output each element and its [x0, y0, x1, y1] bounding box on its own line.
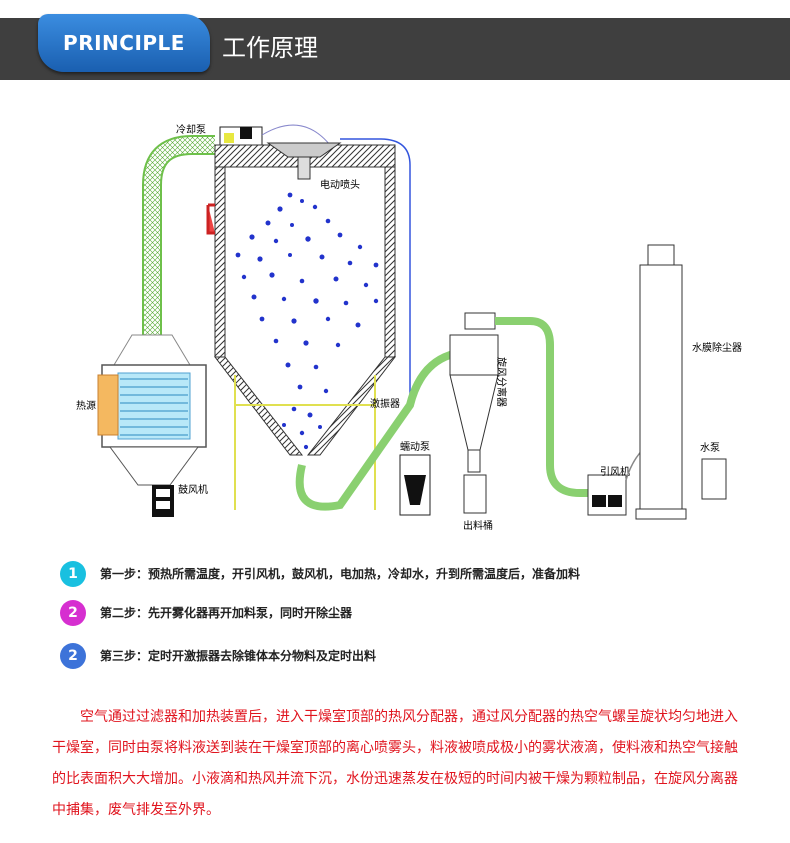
- heat-source: 热源: [76, 334, 207, 486]
- blower-label: 鼓风机: [178, 483, 208, 496]
- drying-chamber: 电动喷头 激振器: [206, 142, 400, 510]
- discharge-bucket-label: 出料桶: [463, 519, 493, 532]
- induced-fan: 引风机: [587, 434, 681, 516]
- step-3-text: 第三步：定时开激振器去除锥体本分物料及定时出料: [100, 649, 377, 663]
- cyclone-label: 旋风分离器: [495, 357, 508, 407]
- step-1-text: 第一步：预热所需温度，开引风机，鼓风机，电加热，冷却水，升到所需温度后，准备加料: [100, 567, 581, 581]
- description: 空气通过过滤器和加热装置后，进入干燥室顶部的热风分配器，通过风分配器的热空气螺呈…: [52, 702, 742, 826]
- step-1-number: 1: [60, 561, 86, 587]
- water-film-dust-remover: 水膜除尘器: [635, 244, 742, 520]
- description-paragraph: 空气通过过滤器和加热装置后，进入干燥室顶部的热风分配器，通过风分配器的热空气螺呈…: [52, 709, 738, 818]
- step-2-number: 2: [60, 600, 86, 626]
- nozzle-label: 电动喷头: [320, 178, 360, 191]
- water-pump-label: 水泵: [700, 442, 720, 454]
- dust-remover-label: 水膜除尘器: [692, 341, 742, 354]
- outlet-duct: [295, 351, 460, 511]
- principle-badge-label: PRINCIPLE: [63, 31, 185, 55]
- blower: 鼓风机: [152, 483, 208, 517]
- hot-air-duct: [142, 135, 215, 335]
- cooling-pump-label: 冷却泵: [176, 123, 206, 136]
- spray-dryer-diagram: 热源 鼓风机 冷却泵 电动喷头: [76, 123, 742, 532]
- cyclone-separator: 出料桶 旋风分离器: [449, 312, 508, 532]
- water-pump: 水泵: [700, 442, 727, 500]
- induced-fan-label: 引风机: [600, 465, 630, 478]
- peristaltic-pump: 蠕动泵: [399, 441, 431, 516]
- heat-source-label: 热源: [76, 399, 96, 412]
- step-2-text: 第二步：先开雾化器再开加料泵，同时开除尘器: [100, 606, 353, 620]
- exhaust-duct: [495, 317, 588, 497]
- peristaltic-pump-label: 蠕动泵: [400, 441, 430, 453]
- principle-badge: PRINCIPLE: [38, 14, 210, 72]
- header-banner: PRINCIPLE 工作原理: [0, 0, 790, 80]
- vibrator-label: 激振器: [370, 397, 400, 410]
- step-3-number: 2: [60, 643, 86, 669]
- page-title: 工作原理: [222, 34, 318, 62]
- feed-line: [340, 138, 411, 405]
- cooling-pump: 冷却泵: [176, 123, 331, 146]
